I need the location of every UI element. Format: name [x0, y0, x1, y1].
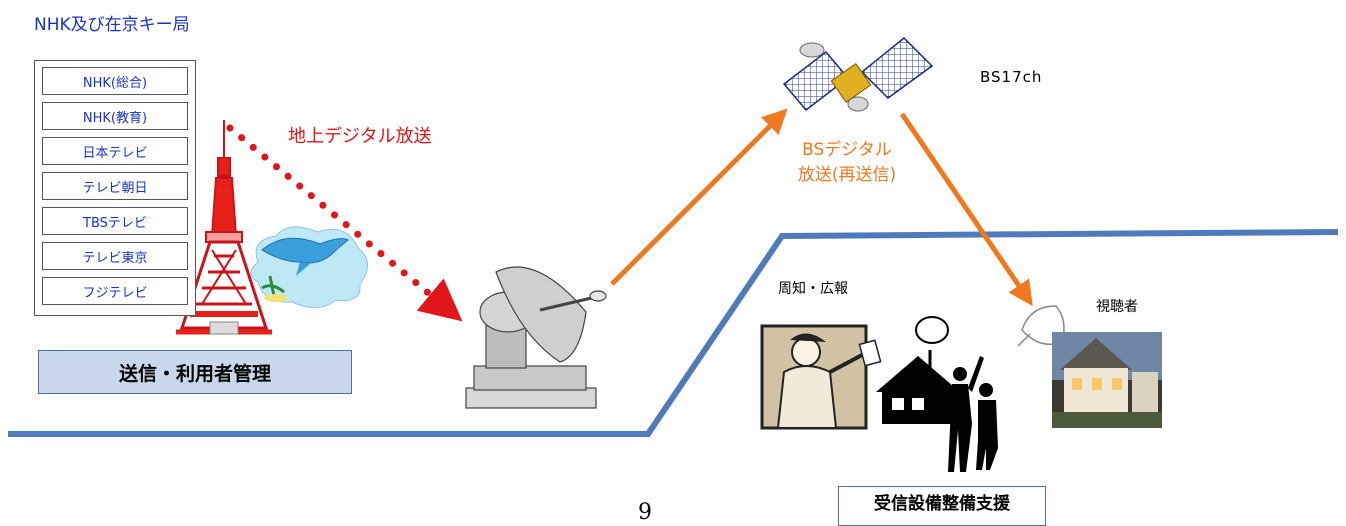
- viewer-label: 視聴者: [1096, 299, 1138, 315]
- viewer-house-icon: [1052, 332, 1162, 428]
- uplink-dish-icon: [465, 266, 607, 409]
- station-list: NHK(総合) NHK(教育) 日本テレビ テレビ朝日 TBSテレビ テレビ東京…: [34, 60, 196, 316]
- station-item: NHK(教育): [42, 102, 188, 130]
- dolphin-icon: [250, 226, 368, 308]
- reception-support-box: 受信設備整備支援: [838, 486, 1046, 526]
- house-with-antenna-icon: [876, 316, 960, 424]
- send-management-box: 送信・利用者管理: [38, 350, 352, 394]
- mail-carrier-icon: [760, 324, 882, 430]
- terrestrial-broadcast-label: 地上デジタル放送: [288, 126, 432, 147]
- bs-channel-label: BS17ch: [980, 68, 1043, 86]
- station-item: テレビ東京: [42, 242, 188, 270]
- terrestrial-broadcast-arrow: [226, 124, 463, 322]
- station-item: 日本テレビ: [42, 137, 188, 165]
- header-title: NHK及び在京キー局: [34, 15, 190, 35]
- bs-broadcast-label-line2: 放送(再送信): [797, 165, 897, 185]
- page-number: 9: [638, 500, 652, 525]
- station-item: NHK(総合): [42, 67, 188, 95]
- station-item: フジテレビ: [42, 277, 188, 305]
- bs-uplink-arrow: [610, 108, 788, 286]
- bs-broadcast-label-line1: BSデジタル: [802, 140, 892, 160]
- station-item: TBSテレビ: [42, 207, 188, 235]
- bs-downlink-arrow: [899, 112, 1033, 307]
- public-notice-label: 周知・広報: [778, 281, 848, 297]
- bs-broadcast-label: BSデジタル 放送(再送信): [772, 138, 922, 188]
- satellite-icon: [782, 36, 934, 112]
- people-silhouette-icon: [948, 356, 998, 472]
- station-item: テレビ朝日: [42, 172, 188, 200]
- ground-line: [8, 229, 1339, 437]
